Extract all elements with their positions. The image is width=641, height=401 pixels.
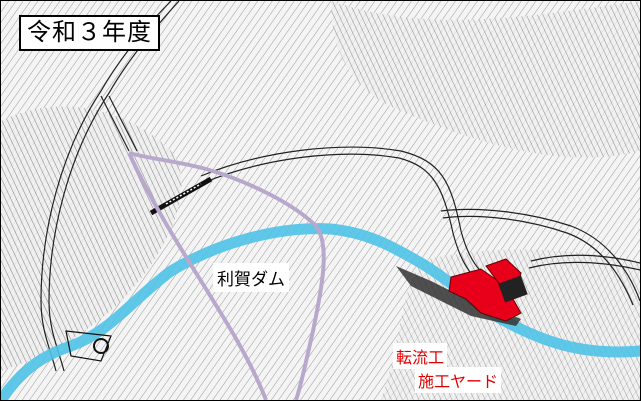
dam-outline <box>127 151 326 400</box>
construction-yard <box>396 258 528 326</box>
year-label: 令和３年度 <box>19 15 160 51</box>
dam-label: 利賀ダム <box>213 263 289 292</box>
weir-structure <box>65 330 112 362</box>
yard-label-line2: 施工ヤード <box>415 367 502 393</box>
dam-axis <box>149 176 213 216</box>
yard-label-line1: 転流工 <box>393 343 448 369</box>
terrain-ridge-north <box>331 1 640 158</box>
